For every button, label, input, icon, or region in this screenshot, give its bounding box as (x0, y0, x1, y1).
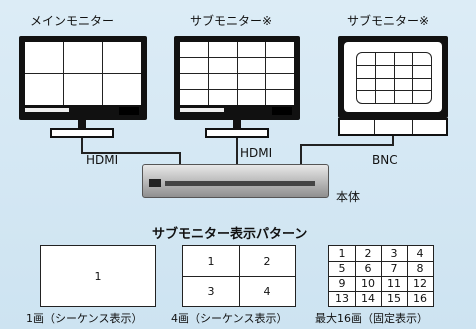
pattern-sixteen-caption: 最大16画（固定表示） (315, 312, 428, 325)
main-monitor-indicator (25, 108, 69, 112)
cable-main (81, 138, 83, 154)
pattern-sixteen-cell: 1 (338, 247, 346, 260)
pattern-single: 1 (40, 245, 156, 307)
pattern-sixteen-cell: 13 (335, 292, 349, 305)
sub-monitor-1-screen (180, 42, 294, 105)
sub-monitor-1-indicator (180, 108, 224, 112)
sub-monitor-1-label: サブモニター※ (190, 14, 273, 28)
body-label: 本体 (336, 190, 361, 204)
main-monitor-neck (78, 120, 86, 130)
recorder-unit (142, 164, 329, 198)
pattern-single-caption: 1画（シーケンス表示） (26, 312, 143, 325)
sub-monitor-1-panel (272, 107, 292, 115)
sub-monitor-2-tube (356, 52, 432, 104)
cable-main-h (81, 152, 181, 154)
bnc-label: BNC (372, 153, 398, 167)
pattern-sixteen-cell: 5 (338, 262, 346, 275)
pattern-sixteen-cell: 14 (361, 292, 375, 305)
pattern-sixteen-cell: 12 (413, 277, 427, 290)
pattern-quad-caption: 4画（シーケンス表示） (171, 312, 288, 325)
sub-monitor-2-screen (344, 42, 442, 112)
recorder-front-strip (165, 181, 315, 186)
cable-main-down (179, 152, 181, 168)
pattern-sixteen-cell: 11 (387, 277, 401, 290)
cable-sub2 (392, 136, 394, 146)
pattern-sixteen-cell: 3 (390, 247, 398, 260)
pattern-sixteen-cell: 7 (390, 262, 398, 275)
pattern-quad-cell: 3 (207, 284, 215, 298)
hdmi-label-2: HDMI (240, 146, 273, 160)
pattern-sixteen-cell: 6 (364, 262, 372, 275)
patterns-title: サブモニター表示パターン (152, 227, 308, 242)
pattern-sixteen-cell: 10 (361, 277, 375, 290)
sub-monitor-2-base (338, 118, 448, 136)
pattern-sixteen-cell: 2 (364, 247, 372, 260)
pattern-sixteen-cell: 4 (416, 247, 424, 260)
pattern-sixteen-cell: 15 (387, 292, 401, 305)
cable-sub1 (236, 138, 238, 168)
sub-monitor-1-base (205, 128, 269, 138)
sub-monitor-1-neck (233, 120, 241, 130)
main-monitor-base (50, 128, 114, 138)
pattern-sixteen-cell: 16 (413, 292, 427, 305)
main-monitor-panel (119, 107, 139, 115)
main-monitor-label: メインモニター (30, 14, 115, 28)
pattern-quad-cell: 4 (263, 284, 271, 298)
pattern-single-cell: 1 (94, 269, 102, 283)
pattern-sixteen-cell: 8 (416, 262, 424, 275)
cable-sub2-down (300, 144, 302, 168)
sub-monitor-1 (174, 36, 300, 120)
sub-monitor-2-label: サブモニター※ (347, 14, 430, 28)
main-monitor-screen (25, 42, 141, 105)
sub-monitor-2 (338, 36, 448, 118)
main-monitor (19, 36, 147, 120)
hdmi-label-1: HDMI (86, 153, 119, 167)
recorder-power-button (149, 179, 161, 187)
pattern-sixteen-cell: 9 (338, 277, 346, 290)
pattern-quad-cell: 1 (207, 254, 215, 268)
pattern-quad-cell: 2 (263, 254, 271, 268)
pattern-quad: 1 2 3 4 (182, 245, 296, 307)
cable-sub2-h (300, 144, 394, 146)
